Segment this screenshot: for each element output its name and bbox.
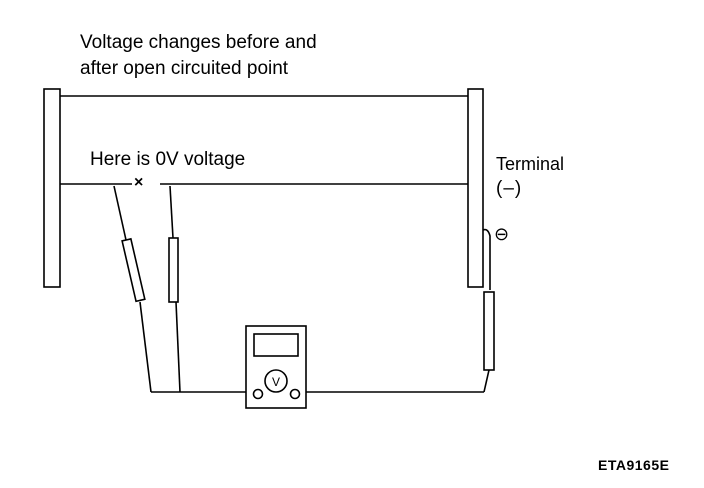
probe-right bbox=[483, 291, 495, 371]
probe-lead-left-lower bbox=[139, 301, 152, 393]
terminal-sign: (–) bbox=[496, 178, 523, 199]
voltmeter-dial bbox=[264, 369, 288, 393]
probe-lead-mid-upper bbox=[169, 185, 174, 239]
title-line-2: after open circuited point bbox=[80, 58, 289, 79]
left-connector bbox=[43, 88, 61, 288]
probe-lead-right-lower bbox=[483, 369, 490, 393]
probe-left bbox=[121, 237, 146, 303]
probe-mid bbox=[168, 237, 179, 303]
voltmeter-body bbox=[245, 325, 307, 409]
voltmeter-symbol: V bbox=[272, 375, 280, 389]
voltmeter-jack-left bbox=[252, 388, 264, 400]
minus-symbol: ⊖ bbox=[494, 224, 510, 244]
right-connector bbox=[467, 88, 484, 288]
open-point-label: Here is 0V voltage bbox=[90, 149, 246, 170]
open-circuit-marker: × bbox=[134, 174, 144, 191]
probe-lead-mid-lower bbox=[175, 301, 181, 393]
probe-lead-left-upper bbox=[113, 185, 127, 241]
voltmeter-jack-right bbox=[289, 388, 301, 400]
title-line-1: Voltage changes before and bbox=[80, 32, 317, 53]
terminal-label: Terminal bbox=[496, 154, 565, 174]
voltmeter-display bbox=[253, 333, 299, 357]
document-code: ETA9165E bbox=[598, 457, 670, 473]
probe-lead-right-upper bbox=[482, 228, 491, 290]
